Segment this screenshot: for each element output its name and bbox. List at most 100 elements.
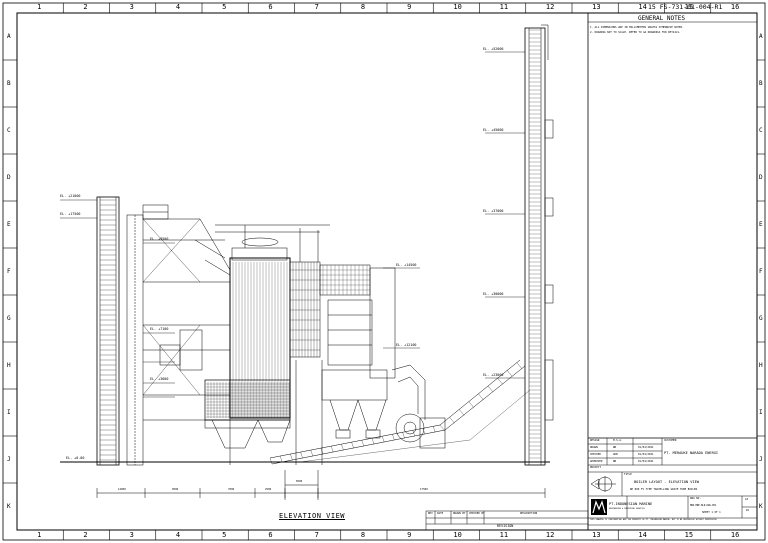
title-block-grid [588,438,757,526]
grid-row-label: A [7,32,11,40]
rev-col: CHECKED BY [469,512,485,515]
grid-column-label: 14 [638,3,647,11]
grid-row-label: H [759,361,763,369]
grid-column-label: 7 [314,3,319,11]
note-2: 2. DRAWING NOT TO SCALE. REFER TO GA DRA… [590,31,681,34]
drawing-number: 15 FS-731-01-004-R1 [648,3,723,11]
grid-row-label: C [759,126,763,134]
elev-label: EL. +45000 [483,128,504,132]
grid-column-label: 5 [222,3,227,11]
title-line-2: WE 800 FV TYPE TRAVELLING GRATE TUBE BOI… [630,488,698,491]
grid-column-label: 10 [453,3,462,11]
dim-label: 7000 [228,488,235,491]
grid-column-label: 1 [37,3,42,11]
footer-text: THIS DRAWING IS CONFIDENTIAL AND THE PRO… [590,519,718,521]
note-1: 1. ALL DIMENSIONS ARE IN MILLIMETERS UNL… [590,26,684,29]
grid-column-label: 14 [638,531,647,539]
elev-label: EL. +9500 [150,237,169,241]
grid-row-label: F [759,267,763,275]
dim-label: 17500 [420,488,428,491]
grid-row-label: I [759,408,763,416]
approval-role: CHECKED [590,453,601,456]
grid-column-label: 8 [360,3,366,11]
dim-label: 12000 [118,488,126,491]
sheet-size: A3 [745,498,749,501]
grid-column-label: 13 [592,3,601,11]
elev-label: EL. +52000 [483,47,504,51]
grid-column-label: 13 [592,531,601,539]
grid-row-label: D [759,173,763,181]
approval-role: DESIGN [590,439,600,442]
grid-row-label: E [7,220,11,228]
grid-column-label: 2 [83,531,88,539]
grid-column-label: 12 [545,3,555,11]
grid-row-label: J [759,455,763,463]
grid-row-label: K [759,502,763,510]
customer-label: CUSTOMER [664,439,677,442]
elev-label: EL. +23000 [483,373,504,377]
elev-label: EL. +12100 [396,343,417,347]
grid-row-label: C [7,126,11,134]
dim-label: 2500 [265,488,272,491]
company-name: PT.INDONESIAN MARINE [609,502,653,506]
grid-column-label: 3 [129,531,134,539]
grid-column-label: 3 [129,3,134,11]
approval-role: APPROVED [590,460,603,463]
grid-column-label: 4 [175,531,181,539]
grid-row-label: D [7,173,11,181]
grid-row-label: H [7,361,11,369]
grid-column-label: 15 [684,3,694,11]
approval-date: 01/04/2021 [638,453,654,456]
elev-label: EL. +14500 [396,263,417,267]
project-label: PROJECT [590,466,601,469]
grid-column-label: 5 [222,531,227,539]
grid-column-label: 4 [175,3,181,11]
elev-label: EL. +30000 [483,292,504,296]
approval-name: WB [613,460,617,463]
grid-column-label: 15 [684,531,694,539]
rev-col: DATE [437,512,444,515]
company-subtitle: ENGINEERING & INDUSTRIAL SERVICES [609,508,645,510]
grid-column-label: 10 [453,531,462,539]
grid-row-label: K [7,502,11,510]
elev-label: EL. +37000 [483,209,504,213]
grid-row-label: F [7,267,11,275]
approval-name: WB [613,446,617,449]
revision-table [425,510,589,531]
grid-column-label: 1 [37,531,42,539]
grid-column-label: 16 [730,531,740,539]
title-label: TITLE [624,473,632,476]
grid-row-label: G [7,314,11,322]
grid-row-label: B [759,79,763,87]
approval-name: AKB [613,453,618,456]
grid-row-label: B [7,79,11,87]
rev-col: REV [428,512,433,515]
grid-ticks [3,3,765,540]
dim-label: 9500 [172,488,179,491]
grid-row-label: G [759,314,763,322]
elev-label: EL. +3600 [150,377,169,381]
company-logo [591,499,607,515]
elev-label: EL. +0.00 [66,456,85,460]
grid-column-label: 6 [268,531,273,539]
general-notes-title: GENERAL NOTES [638,15,685,22]
grid-column-label: 8 [360,531,366,539]
boiler-elevation [96,24,554,500]
grid-column-label: 7 [314,531,319,539]
grid-column-label: 11 [499,3,509,11]
approval-role: DRAWN [590,446,598,449]
view-caption: ELEVATION VIEW [279,512,346,520]
grid-column-label: 6 [268,3,273,11]
grid-row-label: E [759,220,763,228]
approval-name: M.S.A. [613,439,623,442]
approval-date: 01/04/2021 [638,460,654,463]
grid-column-label: 9 [407,3,412,11]
dwg-no-label: DWG NO. [690,497,701,500]
rev-col: DESCRIPTION [520,512,538,515]
elev-label: EL. +7100 [150,327,169,331]
elevation-leaders [60,51,525,463]
grid-row-label: J [7,455,11,463]
